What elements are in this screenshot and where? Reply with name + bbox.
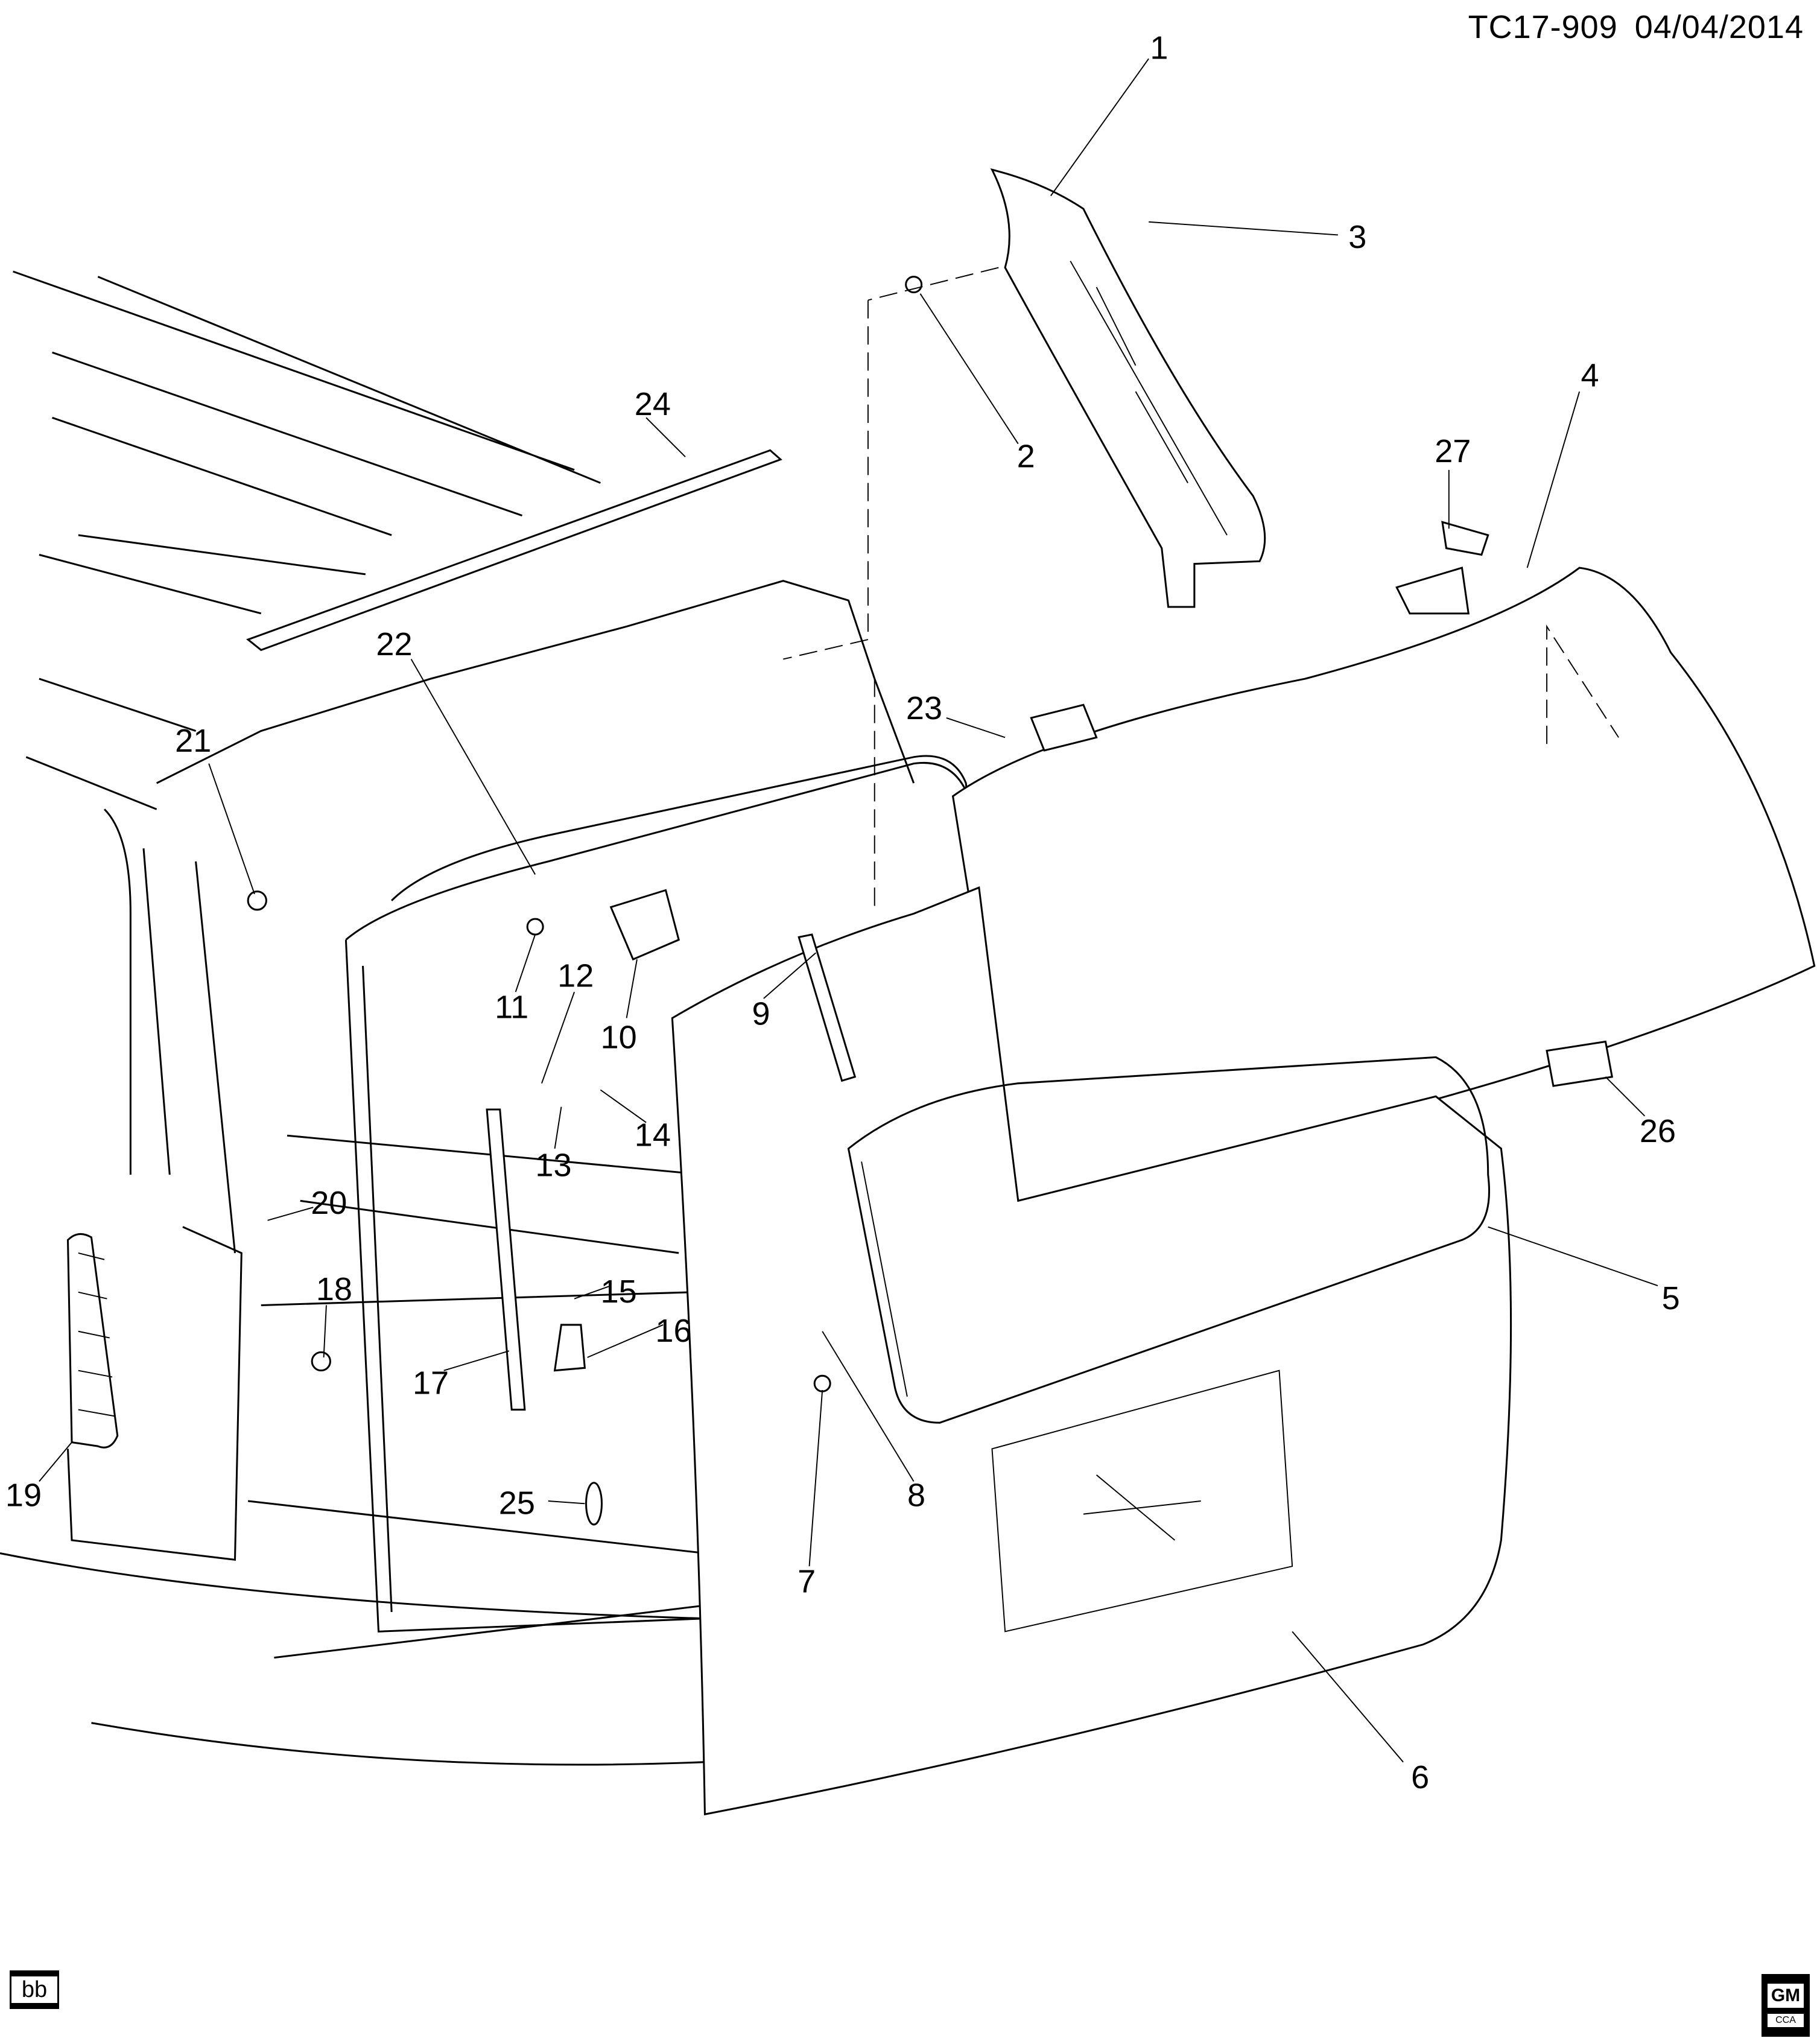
diagram-header: TC17-909 04/04/2014 [1468, 8, 1804, 46]
illustrator-badge: bb [10, 1970, 59, 2009]
callout-10: 10 [601, 1019, 637, 1055]
part-24-roof-trim [246, 449, 782, 652]
callout-27: 27 [1435, 433, 1471, 469]
part-25-plug [585, 1482, 603, 1526]
part-4-liftgate-glass [951, 567, 1816, 1202]
callout-13: 13 [535, 1147, 571, 1183]
callout-11: 11 [495, 989, 528, 1026]
part-21-clip [247, 890, 267, 911]
callout-18: 18 [316, 1271, 352, 1307]
gm-logo-brand: GM [1768, 1984, 1804, 2008]
leader-lines [39, 58, 1658, 1763]
callout-17: 17 [413, 1365, 449, 1401]
callout-labels: 1234567891011121314151617181920212223242… [5, 30, 1680, 1795]
part-7-bumper [813, 1374, 831, 1392]
gm-logo-sub: CCA [1768, 2014, 1804, 2027]
part-1-pillar-trim [990, 168, 1266, 608]
callout-2: 2 [1017, 439, 1035, 475]
part-22-weatherstrip [344, 762, 974, 1633]
part-2-nut [905, 276, 923, 294]
callout-12: 12 [557, 958, 594, 994]
part-18-nut [311, 1351, 331, 1372]
part-6-liftgate [671, 886, 1512, 1816]
callout-20: 20 [311, 1185, 347, 1221]
callout-21: 21 [175, 723, 211, 759]
part-27-hinge [1395, 521, 1489, 615]
callout-14: 14 [635, 1117, 671, 1154]
part-26-lamp [1546, 1040, 1614, 1087]
callout-8: 8 [907, 1477, 925, 1514]
diagram-code: TC17-909 [1468, 9, 1618, 45]
part-9-strut [798, 933, 857, 1082]
callout-24: 24 [635, 386, 671, 422]
callout-23: 23 [906, 690, 942, 726]
diagram-date: 04/04/2014 [1634, 9, 1804, 45]
callout-25: 25 [499, 1485, 535, 1522]
callout-15: 15 [601, 1274, 637, 1310]
callout-3: 3 [1348, 219, 1366, 255]
callout-4: 4 [1581, 357, 1599, 393]
callout-1: 1 [1150, 30, 1168, 66]
callout-6: 6 [1411, 1759, 1429, 1795]
part-19-tail-lamp [66, 1226, 243, 1561]
callout-22: 22 [376, 626, 412, 662]
part-17-strut [486, 1108, 526, 1411]
callout-9: 9 [752, 995, 770, 1032]
gm-logo: GM CCA [1762, 1974, 1810, 2037]
part-5-seal [847, 1056, 1491, 1424]
callout-16: 16 [655, 1313, 691, 1349]
callout-26: 26 [1640, 1113, 1676, 1149]
callout-5: 5 [1662, 1280, 1680, 1316]
callout-19: 19 [5, 1477, 42, 1514]
part-23-bracket [1030, 703, 1098, 752]
roof-panel [13, 270, 915, 1254]
part-10-hinge [609, 889, 680, 961]
callout-7: 7 [798, 1563, 816, 1599]
part-11-bolt [526, 918, 544, 936]
part-16-bracket [553, 1324, 586, 1372]
